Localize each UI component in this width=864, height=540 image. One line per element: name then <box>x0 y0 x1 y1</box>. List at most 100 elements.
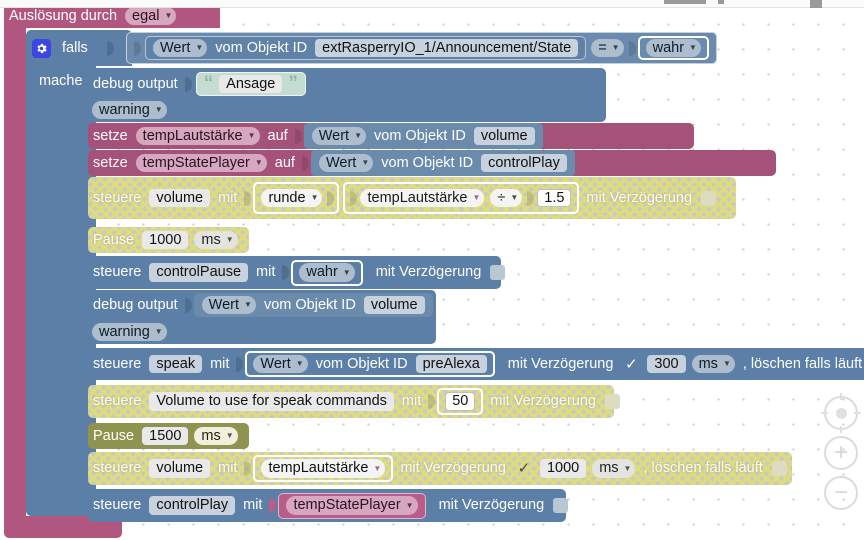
value-type-dropdown[interactable]: Wert ▼ <box>201 295 256 315</box>
control-delay-checkbox[interactable] <box>604 394 620 409</box>
pause-unit-value: ms <box>201 231 221 248</box>
control-delay-unit-dropdown[interactable]: ms ▼ <box>592 459 636 478</box>
chevron-down-icon: ▼ <box>722 359 731 368</box>
control-object-id-field[interactable]: volume <box>149 459 211 478</box>
statement-control-volume-rounded[interactable]: steuere volume mit runde ▼ tempLautstärk… <box>88 177 736 219</box>
variable-dropdown[interactable]: tempLautstärke ▼ <box>135 126 260 146</box>
variable-getter-block[interactable]: tempLautstärke ▼ <box>253 455 393 482</box>
statement-pause-2[interactable]: Pause 1500 ms ▼ <box>88 423 249 449</box>
variable-name: tempStatePlayer <box>293 497 401 514</box>
control-object-id-field[interactable]: volume <box>149 188 211 208</box>
value-type-dropdown[interactable]: Wert ▼ <box>311 126 366 146</box>
number-literal-block[interactable]: 50 <box>437 388 483 415</box>
math-round-block[interactable]: runde ▼ <box>253 182 339 214</box>
object-value-getter-block[interactable]: Wert ▼ vom Objekt ID extRasperryIO_1/Ann… <box>145 35 587 61</box>
statement-debug-output-2[interactable]: debug output Wert ▼ vom Objekt ID volume… <box>88 290 436 344</box>
zoom-controls[interactable]: + − <box>821 393 861 516</box>
variable-dropdown[interactable]: tempStatePlayer ▼ <box>135 153 267 173</box>
variable-dropdown[interactable]: tempLautstärke ▼ <box>360 188 485 208</box>
gear-icon[interactable] <box>32 38 51 58</box>
value-type-dropdown[interactable]: Wert ▼ <box>253 354 308 374</box>
control-delay-unit-dropdown[interactable]: ms ▼ <box>691 354 735 374</box>
control-delay-label: mit Verzögerung <box>586 189 693 206</box>
control-object-id-field[interactable]: speak <box>149 354 203 374</box>
statement-control-restore-volume[interactable]: steuere volume mit tempLautstärke ▼ mit … <box>88 452 792 485</box>
if-condition-compare-block[interactable]: Wert ▼ vom Objekt ID extRasperryIO_1/Ann… <box>126 32 717 64</box>
set-value-socket <box>294 128 302 144</box>
math-operation-dropdown[interactable]: runde ▼ <box>261 188 323 208</box>
control-object-id-field[interactable]: Volume to use for speak commands <box>149 392 394 411</box>
boolean-value-dropdown[interactable]: wahr ▼ <box>299 263 355 282</box>
statement-pause-1[interactable]: Pause 1000 ms ▼ <box>88 227 249 253</box>
value-type-dropdown[interactable]: Wert ▼ <box>153 38 208 58</box>
control-object-id-field[interactable]: controlPause <box>149 263 249 282</box>
trigger-body-spine <box>4 26 26 526</box>
control-delay-checkbox[interactable]: ✓ <box>517 460 531 477</box>
zoom-out-icon[interactable]: − <box>824 476 858 510</box>
debug-text-field[interactable]: Ansage <box>219 74 283 94</box>
statement-set-variable-1[interactable]: setze tempLautstärke ▼ auf Wert ▼ vom Ob… <box>88 123 694 149</box>
control-delay-amount-field[interactable]: 1000 <box>539 459 587 478</box>
pause-unit-dropdown[interactable]: ms ▼ <box>194 230 238 250</box>
variable-getter-block[interactable]: tempStatePlayer ▼ <box>278 492 426 519</box>
control-clear-checkbox[interactable] <box>771 461 787 476</box>
value-type-dropdown[interactable]: Wert ▼ <box>318 153 374 173</box>
control-delay-checkbox[interactable] <box>701 190 717 206</box>
variable-dropdown[interactable]: tempStatePlayer ▼ <box>286 496 418 515</box>
set-to-label: auf <box>274 154 295 171</box>
control-delay-checkbox[interactable]: ✓ <box>625 355 638 373</box>
control-delay-checkbox[interactable] <box>490 265 506 280</box>
arithmetic-operator-dropdown[interactable]: ÷ ▼ <box>490 188 523 208</box>
control-value-socket <box>244 190 252 206</box>
from-object-label: vom Objekt ID <box>381 154 474 171</box>
debug-severity-dropdown[interactable]: warning ▼ <box>92 100 167 120</box>
debug-text-socket <box>184 76 192 92</box>
object-id-field[interactable]: volume <box>363 295 425 315</box>
object-value-getter-block[interactable]: Wert ▼ vom Objekt ID preAlexa <box>245 351 494 377</box>
statement-control-pause[interactable]: steuere controlPause mit wahr ▼ mit Verz… <box>88 256 506 289</box>
value-type-value: Wert <box>318 127 350 144</box>
trigger-label: Auslösung durch <box>9 7 118 24</box>
comparison-operator-dropdown[interactable]: = ▼ <box>591 38 624 58</box>
source-object-id-field[interactable]: preAlexa <box>415 354 487 374</box>
boolean-literal-block[interactable]: wahr ▼ <box>291 260 362 286</box>
text-literal-block[interactable]: “ Ansage ” <box>195 71 306 97</box>
object-id-field[interactable]: volume <box>473 126 535 146</box>
if-block-header[interactable]: falls <box>26 30 132 66</box>
arithmetic-block[interactable]: tempLautstärke ▼ ÷ ▼ 1.5 <box>343 182 579 214</box>
pause-amount-field[interactable]: 1500 <box>142 426 189 446</box>
object-id-field[interactable]: controlPlay <box>481 153 567 173</box>
control-delay-checkbox[interactable] <box>553 498 569 513</box>
debug-output-label: debug output <box>93 75 178 92</box>
variable-dropdown[interactable]: tempLautstärke ▼ <box>261 459 386 478</box>
trigger-mode-dropdown[interactable]: egal ▼ <box>125 6 177 26</box>
arithmetic-left-socket <box>350 190 358 206</box>
pause-amount-field[interactable]: 1000 <box>142 230 189 250</box>
pause-label: Pause <box>93 427 135 444</box>
center-blocks-icon[interactable] <box>821 393 861 433</box>
number-literal-field[interactable]: 1.5 <box>537 188 572 208</box>
object-id-field[interactable]: extRasperryIO_1/Announcement/State <box>315 38 579 58</box>
statement-control-restore-play[interactable]: steuere controlPlay mit tempStatePlayer … <box>88 489 569 522</box>
control-delay-unit-value: ms <box>698 355 718 372</box>
pause-unit-dropdown[interactable]: ms ▼ <box>194 426 238 446</box>
control-object-id-field[interactable]: controlPlay <box>149 496 236 515</box>
statement-control-speak[interactable]: steuere speak mit Wert ▼ vom Objekt ID p… <box>88 348 864 380</box>
chevron-down-icon: ▼ <box>195 43 204 52</box>
boolean-value-dropdown[interactable]: wahr ▼ <box>645 38 701 58</box>
object-value-getter-block[interactable]: Wert ▼ vom Objekt ID volume <box>193 293 433 317</box>
object-value-getter-block[interactable]: Wert ▼ vom Objekt ID controlPlay <box>310 150 575 176</box>
zoom-in-icon[interactable]: + <box>824 436 858 470</box>
boolean-value: wahr <box>652 39 685 56</box>
statement-debug-output-1[interactable]: debug output “ Ansage ” warning ▼ <box>88 68 606 122</box>
object-value-getter-block[interactable]: Wert ▼ vom Objekt ID volume <box>303 123 543 149</box>
number-literal-field[interactable]: 50 <box>445 392 476 411</box>
quote-close-icon: ” <box>288 73 298 95</box>
statement-control-speak-volume[interactable]: steuere Volume to use for speak commands… <box>88 385 620 418</box>
statement-set-variable-2[interactable]: setze tempStatePlayer ▼ auf Wert ▼ vom O… <box>88 150 776 176</box>
debug-severity-dropdown[interactable]: warning ▼ <box>92 322 167 342</box>
control-delay-amount-field[interactable]: 300 <box>647 354 686 374</box>
boolean-literal-block[interactable]: wahr ▼ <box>638 36 709 61</box>
trigger-block[interactable]: Auslösung durch egal ▼ <box>4 4 220 28</box>
